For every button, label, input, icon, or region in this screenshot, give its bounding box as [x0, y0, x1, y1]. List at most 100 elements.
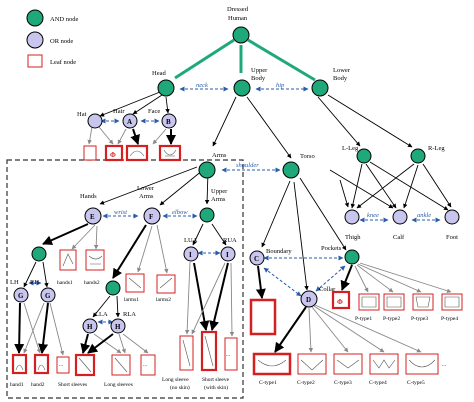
leaf-hair-1 — [125, 144, 149, 162]
sketch-pt3 — [415, 296, 431, 308]
label-r-leg: R-Leg — [428, 145, 445, 152]
label-lower-body-line1: Lower — [333, 67, 351, 74]
leaf-ctype1 — [252, 352, 292, 376]
edge-upperarms-rua — [211, 223, 227, 246]
leaf-boundary — [249, 298, 277, 336]
node-hands-and — [31, 246, 47, 262]
leaf-phi-pocket-text: Φ — [337, 298, 343, 306]
edge-lleg-foot — [369, 161, 449, 211]
node-c-letter: C — [254, 255, 259, 263]
label-lower-arms-line2: Arms — [139, 193, 154, 200]
node-l-leg — [356, 148, 372, 164]
sketch-hands2 — [88, 255, 103, 265]
leaf-label-larms2: larms2 — [156, 297, 171, 303]
node-h1 — [82, 318, 98, 334]
leaf-hat-1 — [83, 145, 97, 161]
node-arms — [198, 161, 216, 179]
label-upper-arms-line1: Upper — [211, 188, 228, 195]
edge-thigh-calf-link1 — [339, 179, 350, 208]
edge-torso-boundary — [261, 180, 291, 248]
sketch-ss — [78, 357, 92, 373]
sketch-ct5 — [408, 359, 436, 368]
legend-or-node-icon — [26, 31, 44, 49]
node-upper-arms — [199, 207, 215, 223]
edge-rleg-foot — [422, 163, 452, 208]
edge-g1-hand1 — [14, 302, 25, 354]
label-upper-body-line2: Body — [251, 75, 266, 82]
label-rua: RUA — [223, 237, 237, 244]
edge-lowerbody-rleg — [327, 94, 413, 148]
leaf-label-short-sleeve-1: Short sleeve — [202, 377, 230, 383]
node-h1-letter: H — [87, 323, 93, 331]
node-g1 — [13, 287, 29, 303]
leaf-phi-pocket — [331, 290, 351, 310]
edge-g2-hand1 — [23, 302, 45, 354]
edge-i2-longsleeve — [191, 262, 226, 335]
sketch-hand1 — [15, 364, 24, 371]
edge-handsand-g2 — [42, 261, 49, 288]
leaf-label-ctype1: C-type1 — [259, 380, 277, 386]
relation-shoulder-label: shoulder — [236, 162, 259, 169]
leaf-hand2 — [33, 353, 50, 375]
leaf-label-short-sleeve-2: (with skin) — [204, 384, 228, 391]
edge-d-ct5 — [314, 304, 422, 353]
node-dressed-human — [232, 26, 250, 44]
relation-elbow-label: elbow — [172, 209, 188, 216]
leaf-hand1 — [11, 353, 28, 375]
sketch-pt4 — [444, 296, 460, 308]
legend-or-label: OR node — [50, 38, 73, 45]
label-upper-body-line1: Upper — [251, 67, 268, 74]
node-g1-letter: G — [18, 292, 24, 300]
label-lower-arms-line1: Lower — [137, 185, 155, 192]
leaf-hand3 — [56, 356, 70, 374]
node-r-leg — [410, 148, 426, 164]
legend: AND node OR node Leaf node — [26, 9, 78, 68]
edge-laand-h2 — [115, 295, 121, 318]
label-face: Face — [148, 108, 160, 115]
leaf-ptype4 — [441, 293, 463, 311]
leaf-hands1 — [59, 249, 77, 271]
edge-a-leaf1 — [117, 128, 127, 145]
legend-leaf-label: Leaf node — [50, 59, 76, 66]
label-upper-arms-line2: Arms — [211, 196, 226, 203]
edge-hat-leaf1 — [87, 126, 93, 145]
label-calf: Calf — [393, 234, 405, 241]
leaf-label-long-sleeve-2: (no skin) — [170, 384, 190, 391]
sketch-lsleeve — [182, 339, 191, 367]
node-d-letter: D — [306, 296, 311, 304]
label-collar: Collar — [319, 286, 336, 293]
edge-p-phi — [340, 264, 353, 291]
sketch-ct4 — [372, 359, 396, 369]
label-hands: Hands — [80, 193, 97, 200]
edge-i1-longsleeve — [184, 261, 191, 335]
node-foot — [444, 209, 460, 225]
label-lh: LH — [10, 279, 19, 286]
edge-p-t4 — [359, 262, 452, 293]
node-h2 — [110, 318, 126, 334]
edge-d-ct3 — [311, 306, 349, 353]
edge-arms-lowerarms — [159, 169, 204, 206]
node-lua-i — [183, 246, 199, 262]
node-g2 — [40, 287, 56, 303]
edge-h-more — [122, 333, 149, 354]
edge-rleg-thigh — [356, 163, 415, 209]
legend-leaf-node-icon — [27, 54, 43, 68]
node-b-letter: B — [166, 118, 171, 126]
edge-root-head — [174, 38, 235, 80]
label-lower-body-line2: Body — [333, 75, 348, 82]
leaf-label-hand1: hand1 — [10, 382, 24, 388]
edge-p-t1 — [354, 265, 369, 293]
node-d — [300, 290, 318, 308]
edge-rleg-calf — [403, 164, 419, 209]
label-l-leg: L-Leg — [342, 145, 359, 152]
sketch-ct3 — [336, 359, 360, 369]
node-g2-letter: G — [45, 292, 51, 300]
node-h2-letter: H — [115, 323, 121, 331]
relation-neck-label: neck — [196, 82, 208, 89]
edge-handsand-g1 — [23, 261, 37, 288]
leaf-label-hand2: hand2 — [31, 382, 45, 388]
leaf-label-short-sleeves: Short sleeves — [58, 382, 87, 388]
edge-c-leaf — [255, 265, 266, 299]
edge-g2-hand2 — [38, 302, 49, 354]
node-e-letter: E — [90, 213, 95, 221]
